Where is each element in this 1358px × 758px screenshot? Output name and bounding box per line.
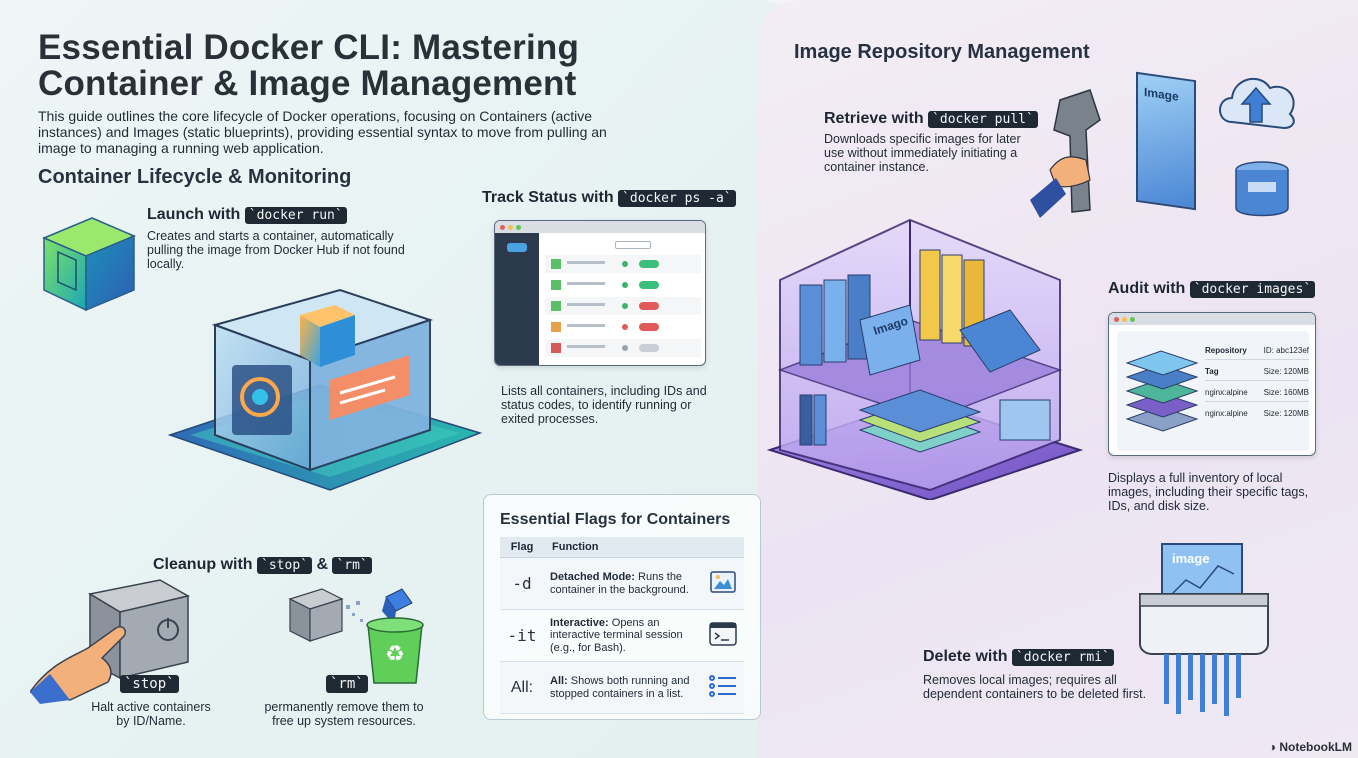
flags-heading: Essential Flags for Containers (500, 511, 731, 528)
close-dot-icon (1114, 316, 1119, 322)
page-title: Essential Docker CLI: Mastering Containe… (38, 28, 580, 103)
table-row: All: All: Shows both running and stopped… (500, 661, 744, 714)
container-rows (545, 255, 701, 357)
list-icon (709, 675, 736, 697)
flag-description: All: Shows both running and stopped cont… (544, 661, 702, 714)
container-lifecycle-heading: Container Lifecycle & Monitoring (38, 166, 352, 188)
docker-run-code: `docker run` (244, 207, 347, 224)
maximize-dot-icon (1130, 316, 1135, 322)
rm-code: `rm` (332, 557, 372, 574)
image-layers-icon (1125, 350, 1199, 432)
glass-container-illustration (167, 288, 483, 491)
rm-description: permanently remove them to free up syste… (264, 700, 424, 728)
image-document-label: Image (1144, 84, 1179, 104)
docker-pull-code: `docker pull` (928, 111, 1038, 128)
audit-description: Displays a full inventory of local image… (1108, 471, 1309, 513)
essential-flags-panel: Essential Flags for Containers Flag Func… (483, 494, 761, 720)
remove-trash-illustration: ♻ (288, 588, 424, 684)
svg-text:♻: ♻ (385, 642, 405, 667)
stop-label: `stop` (120, 675, 179, 693)
stop-container-illustration (30, 579, 190, 704)
image-repository-heading: Image Repository Management (794, 41, 1090, 63)
window-sidebar (495, 233, 539, 365)
stop-label-box: `stop` (120, 675, 179, 693)
close-dot-icon (500, 224, 505, 230)
rm-label: `rm` (326, 675, 368, 693)
docker-images-code: `docker images` (1189, 281, 1316, 298)
flag-description: Detached Mode: Runs the container in the… (544, 557, 702, 610)
container-list-window (494, 220, 706, 366)
flag-column-header: Flag (500, 537, 544, 558)
flag-description: Interactive: Opens an interactive termin… (544, 609, 702, 662)
shredder-illustration (1139, 543, 1269, 716)
database-icon (1235, 161, 1289, 217)
launch-description: Creates and starts a container, automati… (147, 229, 405, 271)
delete-heading: Delete with `docker rmi` (923, 648, 1114, 666)
cleanup-heading: Cleanup with `stop` & `rm` (153, 556, 372, 574)
launch-heading: Launch with `docker run` (147, 206, 347, 224)
track-description: Lists all containers, including IDs and … (501, 384, 707, 426)
search-box (615, 241, 651, 249)
image-icon (710, 571, 736, 593)
pull-heading: Retrieve with `docker pull` (824, 110, 1038, 128)
table-row: -d Detached Mode: Runs the container in … (500, 557, 744, 610)
notebooklm-watermark: ◑ NotebookLM (1268, 740, 1352, 754)
stop-description: Halt active containers by ID/Name. (91, 700, 211, 728)
docker-rmi-code: `docker rmi` (1011, 649, 1114, 666)
window-titlebar (1109, 313, 1315, 325)
image-shelf-illustration: Imago (766, 218, 1084, 500)
flag-name: -it (500, 609, 544, 662)
flag-name: All: (500, 661, 544, 714)
shredder-image-label: image (1172, 551, 1210, 566)
flags-table: Flag Function -d Detached Mode: Runs the… (500, 537, 744, 714)
docker-ps-code: `docker ps -a` (618, 190, 736, 207)
minimize-dot-icon (1122, 316, 1127, 322)
track-status-heading: Track Status with `docker ps -a` (482, 189, 736, 207)
window-titlebar (495, 221, 705, 233)
stop-code: `stop` (257, 557, 312, 574)
pull-description: Downloads specific images for later use … (824, 132, 1021, 174)
container-cube-icon (42, 217, 136, 312)
intro-text: This guide outlines the core lifecycle o… (38, 108, 607, 156)
function-column-header: Function (544, 537, 744, 558)
delete-description: Removes local images; requires all depen… (923, 673, 1147, 701)
minimize-dot-icon (508, 224, 513, 230)
maximize-dot-icon (516, 224, 521, 230)
image-document-icon: Image (1136, 71, 1196, 211)
rm-label-box: `rm` (326, 675, 368, 693)
audit-heading: Audit with `docker images` (1108, 280, 1316, 298)
terminal-icon (709, 622, 737, 646)
cloud-upload-icon (1219, 78, 1295, 130)
docker-whale-icon (507, 243, 527, 252)
table-row: -it Interactive: Opens an interactive te… (500, 609, 744, 662)
flag-name: -d (500, 557, 544, 610)
notebooklm-logo-icon: ◑ (1268, 740, 1280, 754)
scanner-hand-illustration (1030, 89, 1101, 218)
